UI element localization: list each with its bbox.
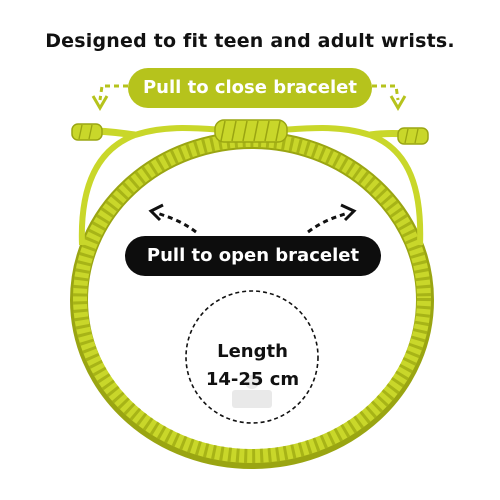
pull-to-close-label: Pull to close bracelet (128, 68, 372, 108)
left-end-knot (71, 123, 103, 141)
open-arrow-right-icon (307, 203, 357, 234)
open-arrow-left-icon (148, 203, 197, 234)
watermark-logo (232, 375, 272, 408)
length-info: Length 14-25 cm (185, 338, 320, 394)
close-arrow-left-icon (91, 84, 128, 111)
pull-to-open-label: Pull to open bracelet (125, 236, 381, 276)
length-dashed-circle (185, 290, 319, 424)
right-end-knot (397, 127, 429, 145)
length-title: Length (217, 341, 288, 362)
sliding-knot (214, 119, 288, 143)
close-arrow-right-icon (372, 84, 407, 111)
headline: Designed to fit teen and adult wrists. (45, 30, 455, 52)
length-range: 14-25 cm (205, 369, 300, 390)
